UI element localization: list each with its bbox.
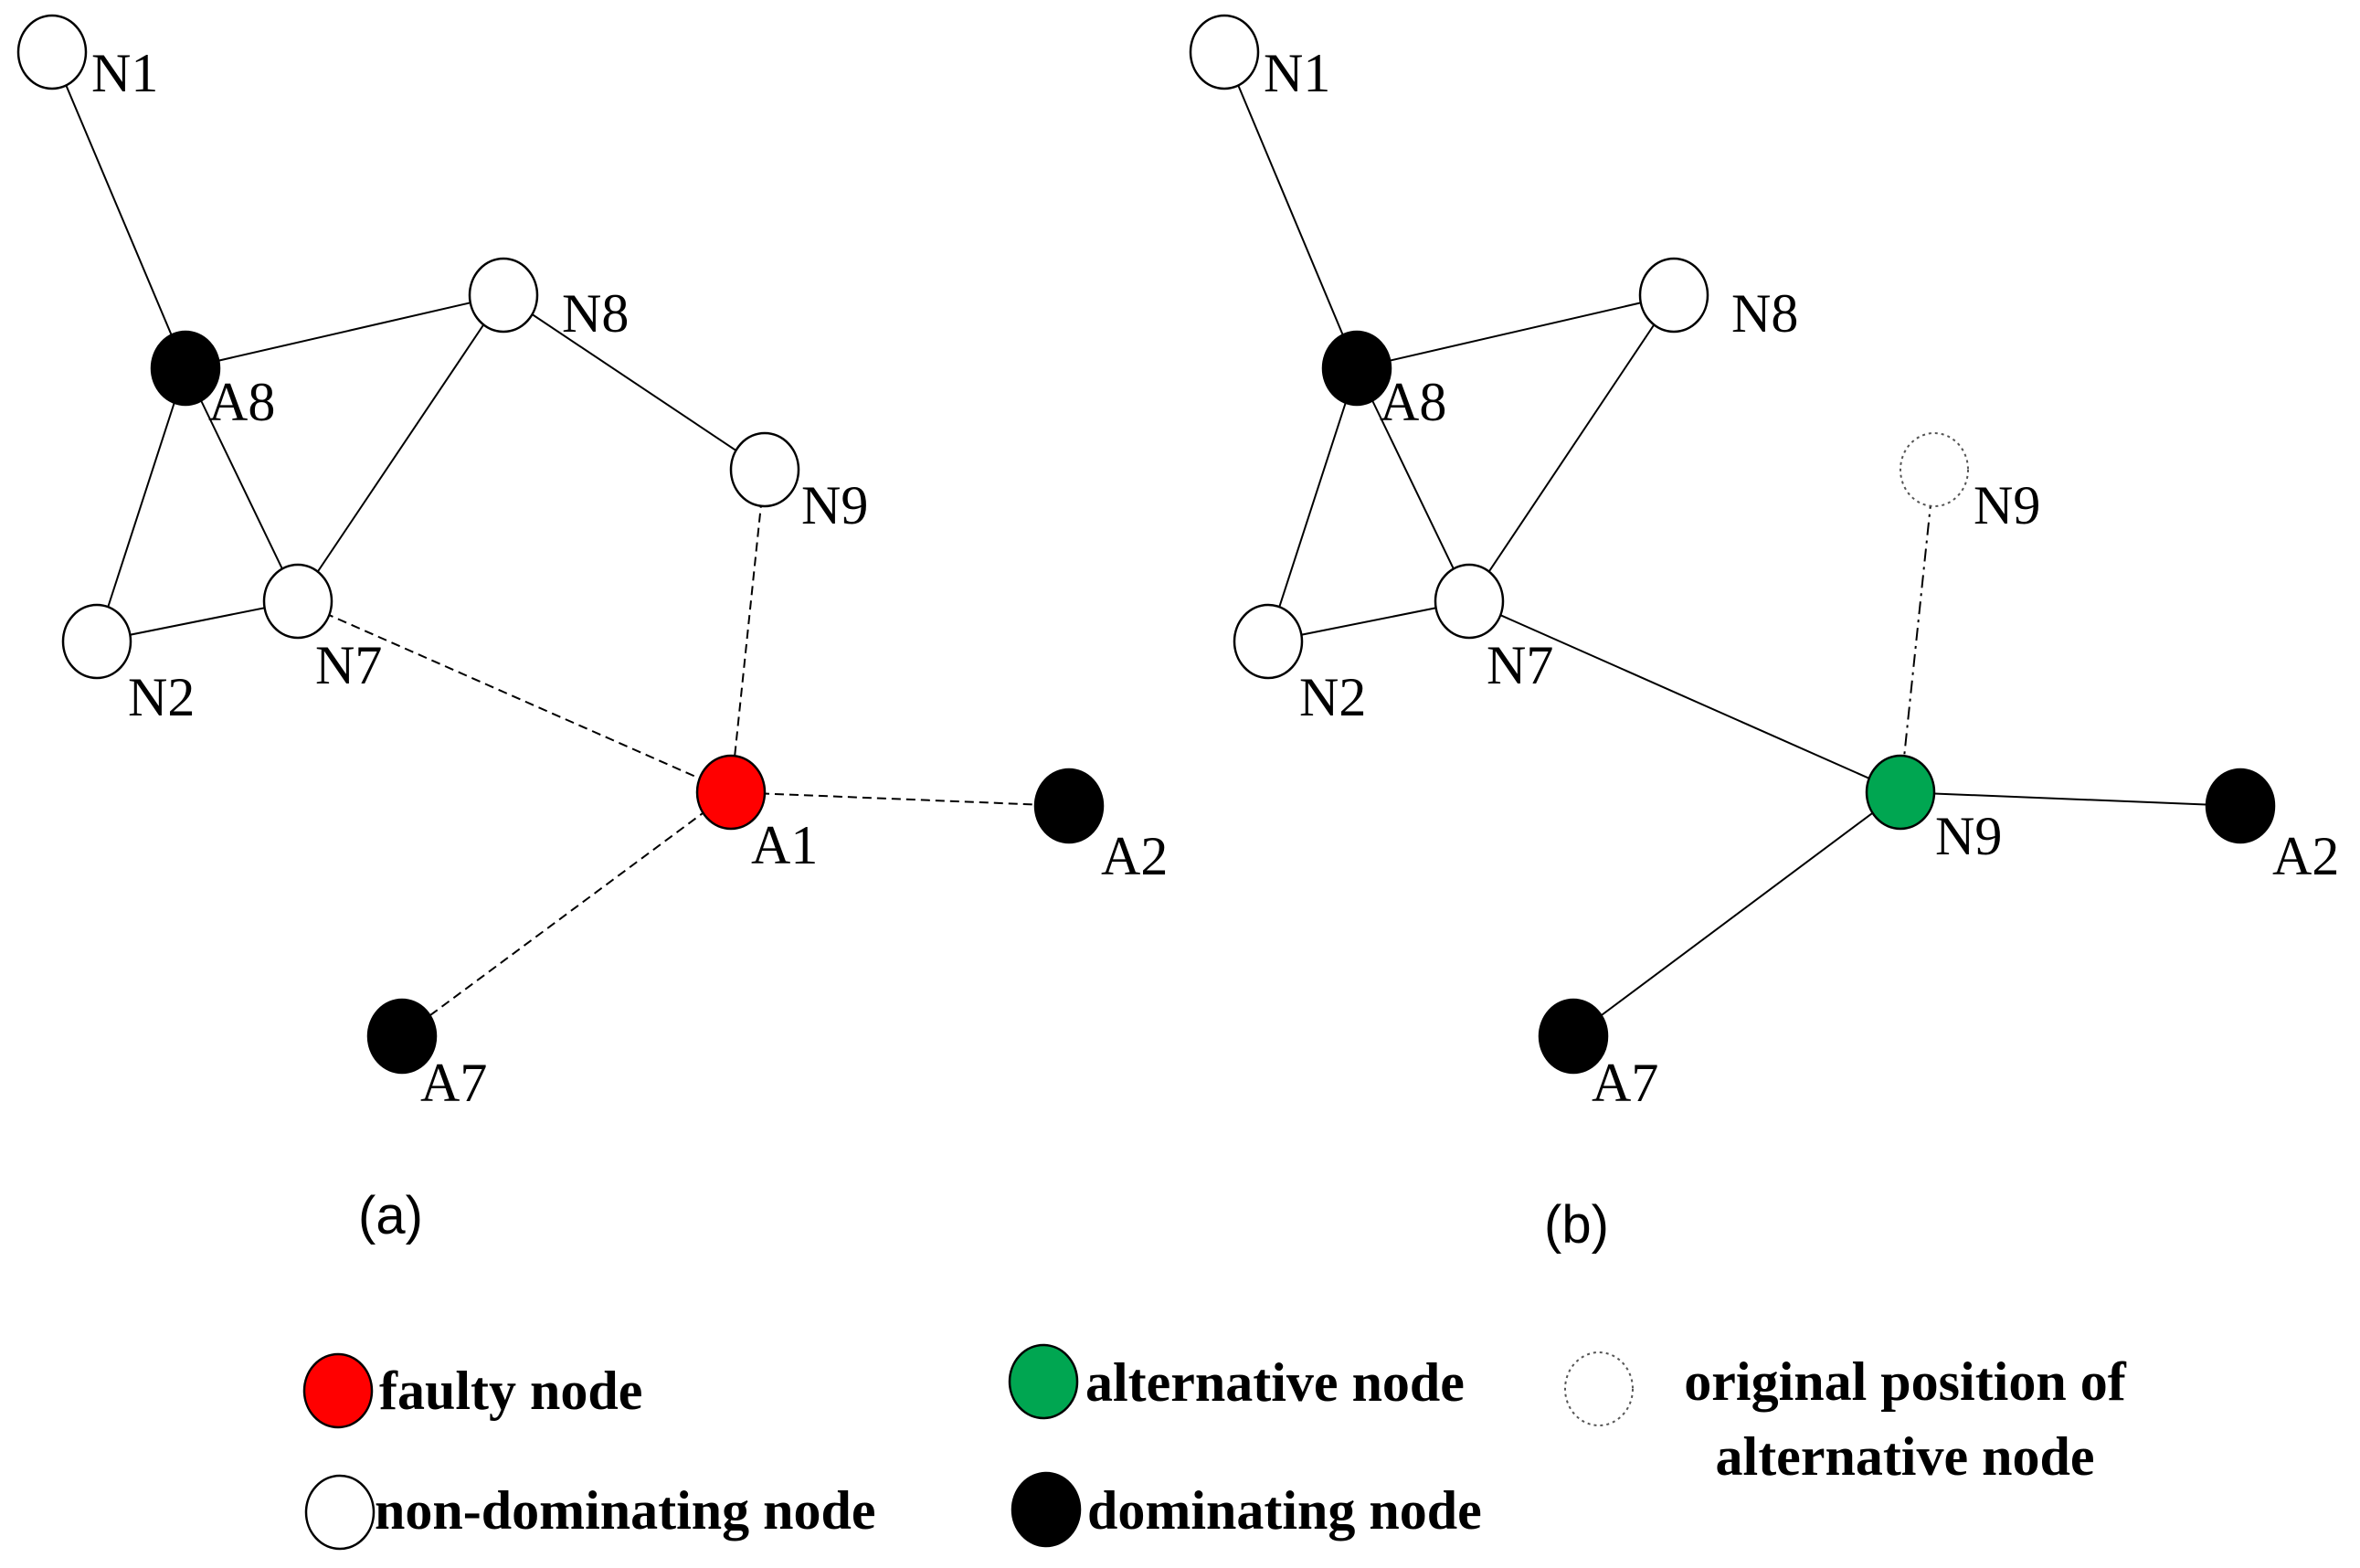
panel-b-node-a2	[2205, 768, 2276, 844]
panel-a-label-a1: A1	[751, 815, 818, 875]
panel-b-label-n2: N2	[1299, 667, 1366, 727]
panel-a-edge-n9-a1	[730, 469, 766, 793]
legend-dominating-symbol	[1011, 1471, 1082, 1548]
panel-b-label-a8: A8	[1380, 372, 1446, 432]
panel-b-node-n8	[1638, 257, 1709, 334]
legend-faulty-symbol	[302, 1352, 374, 1429]
panel-b-label-a2: A2	[2272, 826, 2339, 886]
panel-b-node-n2	[1233, 603, 1304, 680]
panel-b-node-n9o	[1900, 432, 1969, 507]
panel-a-label-n8: N8	[562, 283, 629, 344]
panel-a-node-n1	[16, 14, 88, 90]
panel-a-edge-a8-n8	[185, 294, 504, 369]
panel-b-edge-a8-n7	[1356, 367, 1470, 602]
panel-a-node-a2	[1033, 768, 1105, 844]
panel-b-node-a8	[1321, 330, 1392, 407]
panel-a-label-a7: A7	[420, 1053, 487, 1113]
panel-a-edge-a8-n2	[96, 367, 186, 642]
legend: faulty node alternative node original posi…	[302, 1343, 2127, 1551]
panel-b-label-n1: N1	[1264, 43, 1330, 103]
panel-a-node-n9	[729, 431, 800, 508]
panel-a-node-a7	[366, 998, 438, 1075]
panel-a-label-n7: N7	[315, 635, 382, 695]
panel-a-label-n2: N2	[128, 667, 195, 727]
panel-a-edge-a1-a7	[401, 791, 732, 1037]
panel-a-label-n1: N1	[91, 43, 158, 103]
panel-b-label-a7: A7	[1592, 1053, 1658, 1113]
legend-alternative-label: alternative node	[1085, 1352, 1465, 1413]
panel-b-edge-n1-a8	[1223, 51, 1358, 369]
panel-a-node-n2	[61, 603, 132, 680]
legend-original-label-2: alternative node	[1716, 1426, 2095, 1487]
panel-b-nodes	[1189, 14, 2276, 1075]
panel-b-edge-n7-n8	[1468, 294, 1675, 602]
panel-a-node-n7	[262, 563, 333, 640]
panel-a-caption: (a)	[358, 1186, 423, 1245]
legend-original-symbol	[1564, 1351, 1634, 1426]
panel-b-node-n7	[1434, 563, 1505, 640]
panel-a-edge-a8-n7	[185, 367, 299, 602]
panel-a-edge-a1-a2	[730, 791, 1070, 807]
legend-dominating-label: dominating node	[1087, 1480, 1482, 1541]
legend-non-dominating-symbol	[304, 1474, 376, 1551]
panel-b-label-n9o: N9	[1974, 475, 2040, 535]
legend-original-label-1: original position of	[1684, 1351, 2126, 1412]
panel-b-edge-a8-n8	[1356, 294, 1675, 369]
panel-a-edge-n7-n8	[297, 294, 504, 602]
panel-b-node-a7	[1538, 998, 1609, 1075]
panel-b-label-n8: N8	[1731, 283, 1798, 344]
panel-b-caption: (b)	[1544, 1195, 1609, 1255]
panel-b-edge-n9o-n9	[1900, 469, 1935, 793]
panel-b-edge-n9-a7	[1572, 791, 1901, 1037]
panel-a-edge-n7-a1	[297, 600, 732, 793]
legend-faulty-label: faulty node	[379, 1361, 642, 1421]
panel-b-edge-n7-n9	[1468, 600, 1901, 793]
panel-b-node-n9	[1865, 754, 1936, 831]
panel-b-edges	[1223, 51, 2241, 1037]
panel-a-nodes	[16, 14, 1105, 1075]
panel-a-label-a8: A8	[208, 372, 275, 432]
panel-a-edges	[51, 51, 1070, 1037]
legend-alternative-symbol	[1008, 1343, 1079, 1420]
panel-a-edge-n8-n9	[503, 294, 766, 471]
panel-b-edge-n9-a2	[1900, 791, 2241, 807]
panel-a-label-n9: N9	[801, 475, 868, 535]
panel-b-label-n7: N7	[1487, 635, 1553, 695]
legend-non-dominating-label: non-dominating node	[375, 1480, 876, 1541]
panel-b-node-n1	[1189, 14, 1260, 90]
panel-b-edge-a8-n2	[1267, 367, 1358, 642]
panel-a-node-a8	[150, 330, 221, 407]
panel-b-label-n9: N9	[1935, 806, 2002, 866]
panel-a-node-a1	[695, 754, 767, 831]
panel-a-edge-n1-a8	[51, 51, 186, 369]
panel-a-node-n8	[468, 257, 539, 334]
panel-a-label-a2: A2	[1101, 826, 1168, 886]
